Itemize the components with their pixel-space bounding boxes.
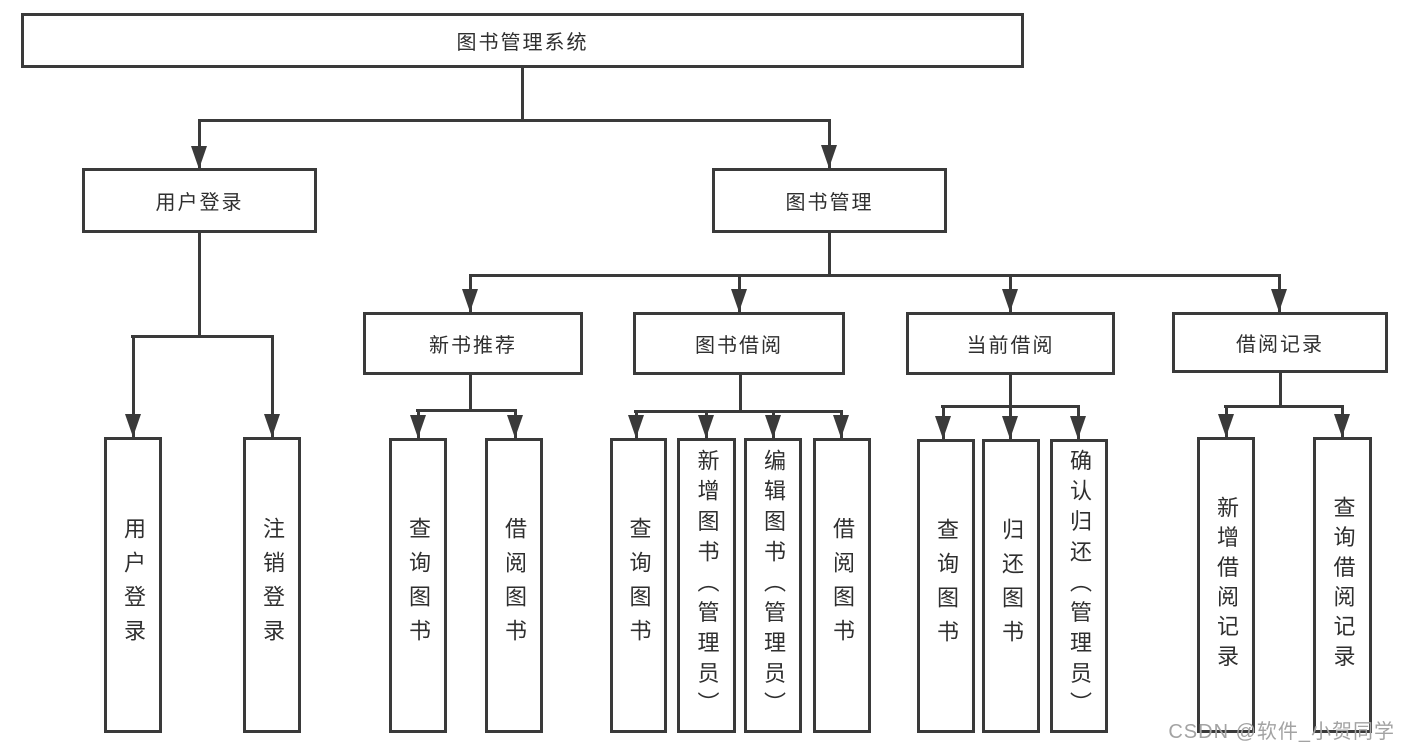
- leaf-current-query-books-label: 查询图书: [934, 517, 959, 655]
- leaf-edit-books-admin: 编辑图书（管理员）: [744, 438, 802, 733]
- leaf-borrow-query-books-label: 查询图书: [626, 517, 652, 654]
- arrowhead: [698, 415, 714, 438]
- connector-line: [271, 335, 274, 437]
- node-new-books: 新书推荐: [363, 312, 583, 375]
- connector-line: [469, 375, 472, 412]
- connector-line: [132, 335, 135, 437]
- node-book-borrow: 图书借阅: [633, 312, 845, 375]
- leaf-return-books: 归还图书: [982, 439, 1040, 733]
- leaf-add-borrow-record: 新增借阅记录: [1197, 437, 1255, 733]
- csdn-watermark: CSDN @软件_小贺同学: [1168, 721, 1395, 743]
- node-new-books-label: 新书推荐: [429, 335, 517, 357]
- arrowhead: [1070, 416, 1086, 439]
- connector-line: [1279, 373, 1282, 408]
- connector-line: [828, 119, 831, 168]
- arrowhead: [731, 289, 747, 312]
- leaf-newbooks-query-books-label: 查询图书: [406, 517, 431, 654]
- connector-line: [828, 233, 831, 277]
- arrowhead: [264, 414, 280, 437]
- leaf-return-books-label: 归还图书: [999, 517, 1024, 655]
- arrowhead: [935, 416, 951, 439]
- connector-line: [198, 233, 201, 338]
- node-borrow-records-label: 借阅记录: [1236, 334, 1324, 356]
- leaf-user-login: 用户登录: [104, 437, 162, 733]
- node-user-login-label: 用户登录: [155, 192, 244, 214]
- arrowhead: [507, 415, 523, 438]
- node-book-mgmt-label: 图书管理: [785, 192, 874, 214]
- connector-line: [634, 410, 843, 413]
- connector-line: [521, 68, 524, 122]
- arrowhead: [1271, 289, 1287, 312]
- node-user-login: 用户登录: [82, 168, 317, 233]
- connector-line: [131, 335, 274, 338]
- leaf-confirm-return-admin-label: 确认归还（管理员）: [1067, 449, 1092, 723]
- leaf-logout: 注销登录: [243, 437, 301, 733]
- node-root: 图书管理系统: [21, 13, 1024, 68]
- leaf-logout-label: 注销登录: [260, 516, 285, 654]
- leaf-add-books-admin-label: 新增图书（管理员）: [694, 448, 720, 723]
- leaf-user-login-label: 用户登录: [121, 516, 146, 654]
- connector-line: [198, 119, 831, 122]
- arrowhead: [821, 145, 837, 168]
- connector-line: [416, 409, 517, 412]
- leaf-newbooks-borrow-books-label: 借阅图书: [502, 517, 527, 654]
- leaf-borrow-query-books: 查询图书: [610, 438, 667, 733]
- node-book-borrow-label: 图书借阅: [695, 335, 783, 357]
- leaf-query-borrow-record-label: 查询借阅记录: [1330, 495, 1356, 675]
- arrowhead: [1334, 414, 1350, 437]
- connector-line: [469, 274, 1281, 277]
- arrowhead: [765, 415, 781, 438]
- connector-line: [739, 375, 742, 413]
- arrowhead: [462, 289, 478, 312]
- leaf-edit-books-admin-label: 编辑图书（管理员）: [761, 448, 786, 723]
- arrowhead: [125, 414, 141, 437]
- leaf-add-books-admin: 新增图书（管理员）: [677, 438, 736, 733]
- leaf-borrow-borrow-books-label: 借阅图书: [830, 517, 855, 654]
- connector-line: [198, 119, 201, 169]
- connector-line: [1224, 405, 1344, 408]
- leaf-query-borrow-record: 查询借阅记录: [1313, 437, 1372, 733]
- leaf-current-query-books: 查询图书: [917, 439, 975, 733]
- node-root-label: 图书管理系统: [456, 32, 589, 54]
- node-borrow-records: 借阅记录: [1172, 312, 1388, 373]
- leaf-confirm-return-admin: 确认归还（管理员）: [1050, 439, 1108, 733]
- arrowhead: [1218, 414, 1234, 437]
- arrowhead: [191, 146, 207, 169]
- leaf-add-borrow-record-label: 新增借阅记录: [1214, 495, 1239, 675]
- arrowhead: [410, 415, 426, 438]
- arrowhead: [1002, 416, 1018, 439]
- arrowhead: [628, 415, 644, 438]
- leaf-borrow-borrow-books: 借阅图书: [813, 438, 871, 733]
- node-book-mgmt: 图书管理: [712, 168, 947, 233]
- connector-line: [1009, 375, 1012, 408]
- node-current-borrow-label: 当前借阅: [966, 335, 1055, 357]
- arrowhead: [1002, 289, 1018, 312]
- leaf-newbooks-borrow-books: 借阅图书: [485, 438, 543, 733]
- leaf-newbooks-query-books: 查询图书: [389, 438, 447, 733]
- node-current-borrow: 当前借阅: [906, 312, 1115, 375]
- arrowhead: [833, 415, 849, 438]
